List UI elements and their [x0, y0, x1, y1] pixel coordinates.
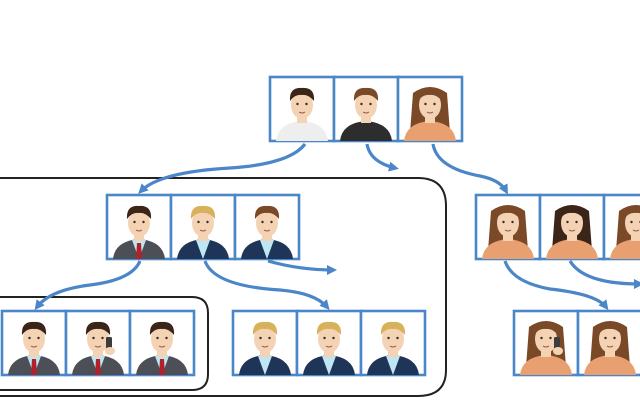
arrow	[365, 143, 399, 172]
arrow	[267, 259, 337, 275]
portrait-cell	[512, 309, 580, 377]
figure	[177, 205, 229, 259]
portrait-cell	[576, 309, 640, 377]
arrow	[138, 142, 307, 194]
figure	[276, 87, 328, 141]
portrait-cell	[105, 193, 173, 261]
man-in-suit-red-tie-icon	[8, 321, 60, 375]
left-subtree-outline	[0, 177, 447, 397]
figure	[72, 321, 124, 375]
left-child-row	[105, 193, 301, 261]
portrait-cell	[233, 193, 301, 261]
group-outlines	[0, 177, 447, 397]
woman-with-short-hair-icon	[610, 205, 640, 259]
blond-man-in-suit-icon	[367, 321, 419, 375]
woman-with-long-hair-icon	[546, 205, 598, 259]
portrait-cell	[359, 309, 427, 377]
man-in-suit-icon	[241, 205, 293, 259]
portrait-cell	[332, 75, 400, 143]
woman-with-brown-hair-icon	[404, 87, 456, 141]
portrait-cell	[268, 75, 336, 143]
portrait-cell	[474, 193, 542, 261]
figure	[584, 321, 636, 375]
figure	[404, 87, 456, 141]
figure	[546, 205, 598, 259]
figure	[8, 321, 60, 375]
arrow	[34, 260, 142, 311]
man-in-suit-red-tie-icon	[136, 321, 188, 375]
figure	[520, 321, 572, 375]
blond-man-in-suit-icon	[177, 205, 229, 259]
figure	[136, 321, 188, 375]
left-grandchild-row	[0, 309, 196, 377]
figure	[482, 205, 534, 259]
blond-man-in-suit-icon	[239, 321, 291, 375]
portrait-rows	[0, 75, 640, 377]
woman-with-long-hair-icon	[584, 321, 636, 375]
arrow	[568, 260, 640, 289]
arrow	[431, 143, 508, 195]
man-with-long-brown-hair-icon	[340, 87, 392, 141]
portrait-cell	[602, 193, 640, 261]
man-in-suit-icon	[113, 205, 165, 259]
left-grandchild-outline	[0, 296, 209, 391]
arrow	[503, 260, 609, 311]
portrait-cell	[231, 309, 299, 377]
portrait-cell	[0, 309, 68, 377]
arrow	[203, 260, 330, 311]
woman-with-long-hair-icon	[482, 205, 534, 259]
portrait-cell	[128, 309, 196, 377]
figure	[303, 321, 355, 375]
parents-row	[268, 75, 464, 143]
figure	[367, 321, 419, 375]
portrait-cell	[295, 309, 363, 377]
right-child-row	[474, 193, 640, 261]
figure	[113, 205, 165, 259]
middle-grandchild-row	[231, 309, 427, 377]
connection-arrows	[34, 142, 640, 311]
right-grandchild-row	[512, 309, 640, 377]
woman-on-phone-icon	[520, 321, 572, 375]
figure	[340, 87, 392, 141]
portrait-cell	[169, 193, 237, 261]
man-with-dark-hair-hoodie-icon	[276, 87, 328, 141]
blond-man-in-suit-icon	[303, 321, 355, 375]
portrait-cell	[64, 309, 132, 377]
figure	[239, 321, 291, 375]
figure	[241, 205, 293, 259]
figure	[610, 205, 640, 259]
portrait-cell	[396, 75, 464, 143]
man-on-phone-icon	[72, 321, 124, 375]
portrait-cell	[538, 193, 606, 261]
